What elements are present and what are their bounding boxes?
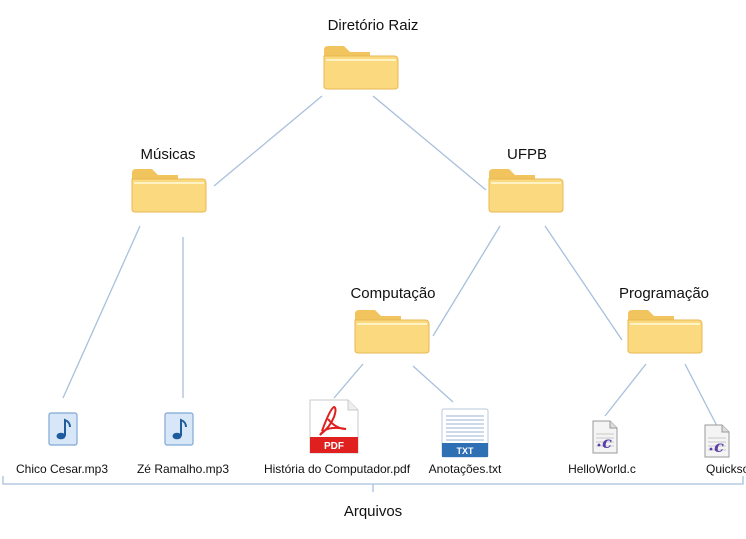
music-file-icon-chico[interactable] — [48, 412, 78, 446]
files-brace — [2, 476, 744, 492]
file-label-ze: Zé Ramalho.mp3 — [136, 462, 230, 476]
folder-label-ufpb: UFPB — [506, 146, 548, 163]
music-file-icon-ze[interactable] — [164, 412, 194, 446]
edge-root-musicas — [213, 95, 323, 187]
folder-icon-root[interactable] — [322, 42, 422, 90]
folder-label-root: Diretório Raiz — [327, 17, 419, 34]
folder-label-musicas: Músicas — [140, 146, 196, 163]
pdf-badge-text: PDF — [324, 441, 344, 452]
folder-label-programacao: Programação — [618, 285, 710, 302]
edge-programacao-quicksort — [684, 363, 718, 427]
edge-root-ufpb — [372, 95, 487, 191]
folder-icon-musicas[interactable] — [130, 165, 210, 213]
c-file-icon-hello[interactable]: c — [591, 420, 619, 454]
file-label-anotacoes: Anotações.txt — [428, 462, 502, 476]
folder-icon-computacao[interactable] — [353, 306, 433, 354]
edge-musicas-chico — [62, 225, 141, 399]
edge-ufpb-programacao — [544, 225, 623, 341]
c-badge-text-quicksort: c — [714, 437, 724, 456]
file-label-quicksort: Quicksort.c — [706, 462, 746, 476]
edge-computacao-historia — [333, 363, 364, 399]
pdf-file-icon[interactable]: PDF — [306, 399, 362, 454]
files-group-label: Arquivos — [343, 503, 403, 520]
file-label-historia: História do Computador.pdf — [263, 462, 411, 476]
edge-computacao-anotacoes — [412, 365, 454, 403]
c-file-icon-quicksort[interactable]: c — [703, 424, 731, 458]
edge-ufpb-computacao — [432, 225, 501, 337]
folder-icon-ufpb[interactable] — [487, 165, 567, 213]
folder-icon-programacao[interactable] — [626, 306, 706, 354]
txt-file-icon[interactable]: TXT — [440, 408, 490, 458]
file-label-hello: HelloWorld.c — [568, 462, 636, 476]
edge-programacao-hello — [604, 363, 647, 417]
txt-badge-text: TXT — [457, 446, 475, 456]
folder-label-computacao: Computação — [350, 285, 436, 302]
c-badge-text-hello: c — [602, 433, 612, 452]
file-label-chico: Chico Cesar.mp3 — [15, 462, 109, 476]
